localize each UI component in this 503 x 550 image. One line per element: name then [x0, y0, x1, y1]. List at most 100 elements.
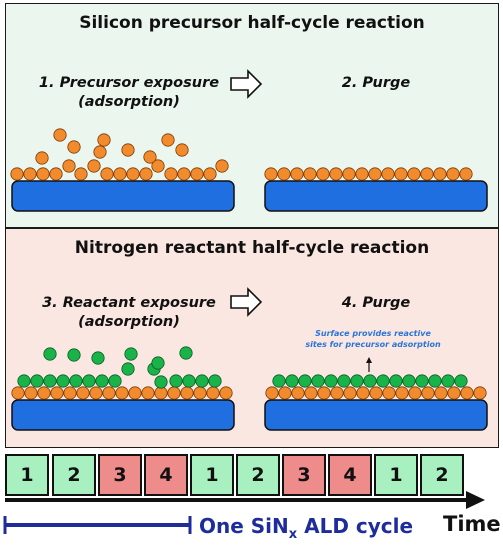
precursor-molecule — [446, 167, 460, 181]
reactant-molecule — [337, 374, 351, 388]
precursor-molecule — [421, 386, 435, 400]
reactant-molecule — [151, 356, 165, 370]
surface-up-arrow — [366, 357, 372, 372]
timeline-step-1: 1 — [190, 454, 234, 496]
timeline-axis — [5, 491, 485, 509]
reactant-molecule — [415, 374, 429, 388]
precursor-molecule — [368, 167, 382, 181]
precursor-molecule — [161, 133, 175, 147]
timeline-arrowhead-icon — [466, 491, 485, 509]
reactant-molecule — [298, 374, 312, 388]
precursor-molecule — [420, 167, 434, 181]
reactant-molecule — [389, 374, 403, 388]
precursor-molecule — [102, 386, 116, 400]
step-3-line2: (adsorption) — [78, 314, 180, 330]
up-arrow-icon — [366, 357, 372, 363]
reactant-molecule — [182, 374, 196, 388]
precursor-molecule — [49, 167, 63, 181]
precursor-molecule — [11, 386, 25, 400]
precursor-molecule — [143, 150, 157, 164]
precursor-molecule — [304, 386, 318, 400]
cycle-label-prefix: One SiN — [199, 514, 289, 538]
reactant-molecule — [195, 374, 209, 388]
precursor-molecule — [329, 167, 343, 181]
precursor-molecule — [139, 167, 153, 181]
precursor-molecule — [67, 140, 81, 154]
precursor-molecule — [87, 159, 101, 173]
precursor-molecule — [395, 386, 409, 400]
surface-note-line1: Surface provides reactive — [315, 329, 431, 338]
precursor-molecule — [126, 167, 140, 181]
precursor-molecule — [190, 167, 204, 181]
precursor-molecule — [121, 143, 135, 157]
precursor-molecule — [97, 133, 111, 147]
reactant-molecule — [124, 347, 138, 361]
timeline-step-1: 1 — [5, 454, 49, 496]
reactant-molecule — [43, 347, 57, 361]
timeline-step-4: 4 — [144, 454, 188, 496]
reactant-molecule — [402, 374, 416, 388]
cycle-bar — [3, 516, 192, 534]
precursor-molecule — [93, 145, 107, 159]
step-2-label: 2. Purge — [341, 75, 411, 91]
reactant-molecule — [30, 374, 44, 388]
precursor-molecule — [167, 386, 181, 400]
precursor-molecule — [164, 167, 178, 181]
precursor-molecule — [219, 386, 233, 400]
precursor-molecule — [303, 167, 317, 181]
precursor-molecule — [113, 167, 127, 181]
surface-note: Surface provides reactive sites for prec… — [296, 328, 450, 350]
particles — [10, 128, 487, 400]
precursor-molecule — [290, 167, 304, 181]
hollow-arrow-icon — [230, 69, 263, 99]
hollow-arrow-icon — [230, 287, 263, 317]
precursor-molecule — [407, 167, 421, 181]
precursor-molecule — [177, 167, 191, 181]
precursor-molecule — [277, 167, 291, 181]
arrow-step3-to-step4 — [230, 287, 263, 317]
reactant-molecule — [272, 374, 286, 388]
precursor-molecule — [291, 386, 305, 400]
cycle-label-subscript: x — [288, 527, 298, 542]
cycle-label: One SiNx ALD cycle — [199, 514, 413, 542]
precursor-molecule — [356, 386, 370, 400]
precursor-molecule — [50, 386, 64, 400]
precursor-molecule — [141, 386, 155, 400]
precursor-molecule — [460, 386, 474, 400]
precursor-molecule — [36, 167, 50, 181]
precursor-molecule — [265, 386, 279, 400]
precursor-molecule — [434, 386, 448, 400]
reactant-molecule — [208, 374, 222, 388]
precursor-molecule — [53, 128, 67, 142]
precursor-molecule — [154, 386, 168, 400]
step-1-line2: (adsorption) — [78, 94, 180, 110]
reactant-molecule — [95, 374, 109, 388]
reactant-molecule — [91, 351, 105, 365]
precursor-molecule — [408, 386, 422, 400]
precursor-molecule — [381, 167, 395, 181]
precursor-molecule — [317, 386, 331, 400]
reactant-molecule — [67, 348, 81, 362]
precursor-molecule — [215, 159, 229, 173]
reactant-molecule — [363, 374, 377, 388]
reactant-molecule — [179, 346, 193, 360]
precursor-molecule — [355, 167, 369, 181]
reactant-molecule — [454, 374, 468, 388]
precursor-molecule — [459, 167, 473, 181]
reactant-molecule — [69, 374, 83, 388]
timeline-step-2: 2 — [236, 454, 280, 496]
reactant-molecule — [441, 374, 455, 388]
step-3-line1: 3. Reactant exposure — [42, 295, 216, 311]
precursor-molecule — [62, 159, 76, 173]
substrate — [11, 180, 235, 212]
step-1-label: 1. Precursor exposure (adsorption) — [24, 74, 234, 112]
precursor-molecule — [180, 386, 194, 400]
precursor-molecule — [343, 386, 357, 400]
precursor-molecule — [447, 386, 461, 400]
timeline-step-4: 4 — [328, 454, 372, 496]
precursor-molecule — [193, 386, 207, 400]
precursor-molecule — [382, 386, 396, 400]
precursor-molecule — [76, 386, 90, 400]
precursor-molecule — [151, 159, 165, 173]
